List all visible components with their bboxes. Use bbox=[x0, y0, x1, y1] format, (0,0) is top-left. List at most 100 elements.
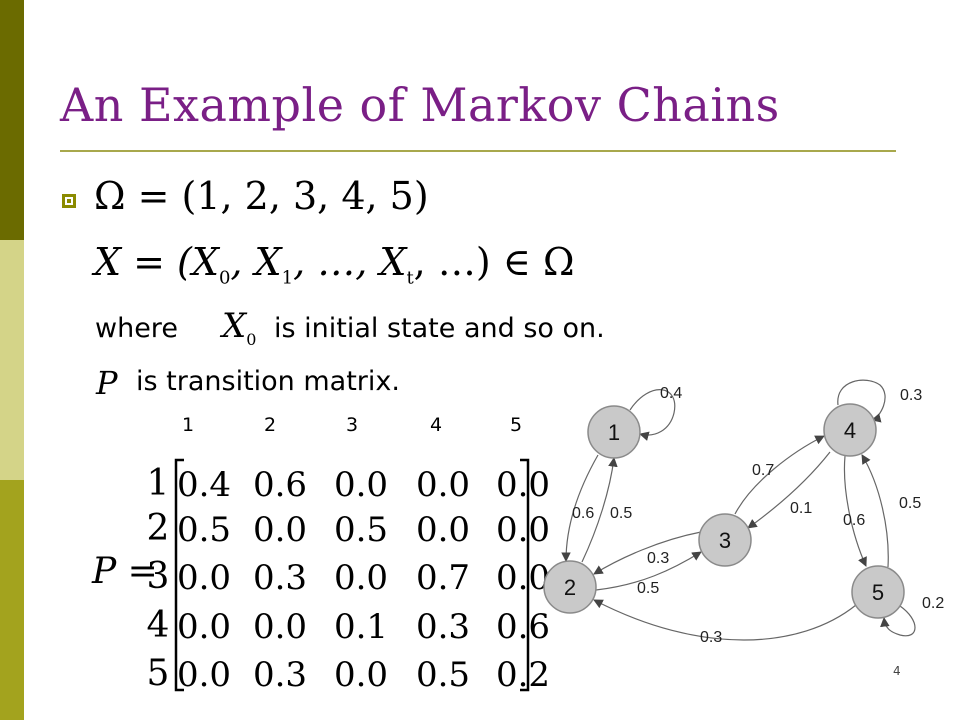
graph-edge-3-to-2 bbox=[593, 531, 702, 575]
matrix-cell: 0.0 bbox=[176, 655, 232, 695]
graph-edge-label: 0.3 bbox=[700, 629, 722, 646]
x-eq-mid2: , …, X bbox=[293, 240, 407, 284]
graph-edge-label: 0.1 bbox=[790, 500, 812, 517]
matrix-row-label: 1 bbox=[146, 463, 170, 504]
graph-edge-5-to-4 bbox=[861, 454, 889, 568]
sidebar-segment-top bbox=[0, 0, 24, 240]
graph-edge-1-to-2 bbox=[561, 454, 599, 562]
graph-edge-4-to-4 bbox=[837, 379, 886, 423]
matrix-cell: 0.4 bbox=[176, 465, 232, 505]
x-eq-sub0: 0 bbox=[218, 267, 231, 289]
where-text: where bbox=[95, 313, 178, 344]
matrix-cell: 0.3 bbox=[252, 558, 308, 598]
slide-title: An Example of Markov Chains bbox=[60, 78, 780, 132]
matrix-row-label: 4 bbox=[146, 605, 170, 646]
graph-node-label: 2 bbox=[564, 575, 576, 600]
graph-edge-label: 0.3 bbox=[647, 550, 669, 567]
graph-node-circle bbox=[851, 565, 905, 619]
right-bracket bbox=[520, 458, 530, 692]
sidebar-segment-middle bbox=[0, 240, 24, 480]
graph-node-label: 5 bbox=[872, 580, 884, 605]
p-letter: P bbox=[96, 364, 118, 402]
matrix-col-header: 2 bbox=[263, 414, 277, 436]
matrix-cell: 0.0 bbox=[252, 607, 308, 647]
matrix-col-header: 4 bbox=[429, 414, 443, 436]
graph-edge-label: 0.5 bbox=[610, 505, 632, 522]
graph-node-label: 1 bbox=[608, 420, 620, 445]
matrix-cell: 0.2 bbox=[495, 655, 551, 695]
matrix-cell: 0.0 bbox=[495, 465, 551, 505]
graph-edge-label: 0.3 bbox=[900, 387, 922, 404]
matrix-cell: 0.0 bbox=[415, 510, 471, 550]
matrix-cell: 0.5 bbox=[333, 510, 389, 550]
graph-edge-2-to-3 bbox=[595, 551, 702, 591]
graph-node-circle bbox=[698, 513, 752, 567]
graph-node-2: 2 bbox=[543, 560, 597, 614]
matrix-cell: 0.0 bbox=[495, 510, 551, 550]
matrix-cell: 0.6 bbox=[495, 607, 551, 647]
graph-edge-label: 0.7 bbox=[752, 462, 774, 479]
matrix-row-label: 2 bbox=[146, 508, 170, 549]
matrix-cell: 0.0 bbox=[176, 558, 232, 598]
initial-state-text: is initial state and so on. bbox=[274, 313, 605, 344]
x0-subscript: 0 bbox=[246, 329, 257, 349]
graph-edge-3-to-4 bbox=[734, 435, 825, 515]
title-divider bbox=[60, 150, 896, 152]
graph-node-circle bbox=[823, 403, 877, 457]
graph-edge-4-to-3 bbox=[747, 451, 831, 529]
graph-node-label: 4 bbox=[844, 418, 856, 443]
graph-node-label: 3 bbox=[719, 528, 731, 553]
x0-symbol: X0 bbox=[222, 306, 256, 349]
graph-edge-label: 0.5 bbox=[637, 580, 659, 597]
graph-edge-5-to-2 bbox=[593, 599, 857, 641]
matrix-col-header: 5 bbox=[509, 414, 523, 436]
matrix-cell: 0.0 bbox=[176, 607, 232, 647]
matrix-row-label: 5 bbox=[146, 653, 170, 694]
graph-edge-label: 0.2 bbox=[922, 595, 944, 612]
matrix-cell: 0.1 bbox=[333, 607, 389, 647]
matrix-cell: 0.0 bbox=[333, 465, 389, 505]
graph-node-5: 5 bbox=[851, 565, 905, 619]
x-eq-subt: t bbox=[406, 267, 414, 289]
x-eq-rhs: , …) ∈ Ω bbox=[413, 240, 575, 284]
graph-node-circle bbox=[543, 560, 597, 614]
graph-edge-1-to-1 bbox=[629, 389, 676, 441]
omega-equation: Ω = (1, 2, 3, 4, 5) bbox=[94, 174, 429, 218]
matrix-cell: 0.3 bbox=[252, 655, 308, 695]
graph-edge-label: 0.4 bbox=[660, 385, 682, 402]
x0-letter: X bbox=[222, 306, 247, 346]
graph-edge-5-to-5 bbox=[880, 605, 916, 637]
x-eq-sub1: 1 bbox=[281, 267, 294, 289]
matrix-col-header: 1 bbox=[181, 414, 195, 436]
matrix-cell: 0.0 bbox=[333, 558, 389, 598]
matrix-cell: 0.0 bbox=[333, 655, 389, 695]
matrix-cell: 0.5 bbox=[176, 510, 232, 550]
matrix-cell: 0.0 bbox=[252, 510, 308, 550]
graph-node-1: 1 bbox=[587, 405, 641, 459]
page-number: 4 bbox=[893, 664, 901, 678]
matrix-equals: = bbox=[116, 551, 158, 592]
graph-edge-label: 0.5 bbox=[899, 495, 921, 512]
matrix-cell: 0.5 bbox=[415, 655, 471, 695]
x-eq-mid: , X bbox=[230, 240, 282, 284]
graph-node-3: 3 bbox=[698, 513, 752, 567]
matrix-row-label: 3 bbox=[146, 556, 170, 597]
graph-node-circle bbox=[587, 405, 641, 459]
sidebar-stripe bbox=[0, 0, 24, 720]
graph-edge-2-to-1 bbox=[581, 457, 618, 563]
hollow-square-bullet-icon bbox=[62, 194, 76, 208]
matrix-p-letter: P bbox=[92, 551, 117, 592]
sidebar-segment-bottom bbox=[0, 480, 24, 720]
matrix-cell: 0.0 bbox=[495, 558, 551, 598]
graph-edge-label: 0.6 bbox=[843, 512, 865, 529]
matrix-label: P = bbox=[92, 551, 158, 592]
p-symbol: P bbox=[96, 364, 118, 402]
graph-edge-4-to-5 bbox=[843, 455, 867, 567]
x-eq-lhs: X = (X bbox=[94, 240, 219, 284]
graph-node-4: 4 bbox=[823, 403, 877, 457]
matrix-cell: 0.7 bbox=[415, 558, 471, 598]
x-sequence-equation: X = (X0, X1, …, Xt, …) ∈ Ω bbox=[94, 240, 574, 289]
matrix-col-header: 3 bbox=[345, 414, 359, 436]
